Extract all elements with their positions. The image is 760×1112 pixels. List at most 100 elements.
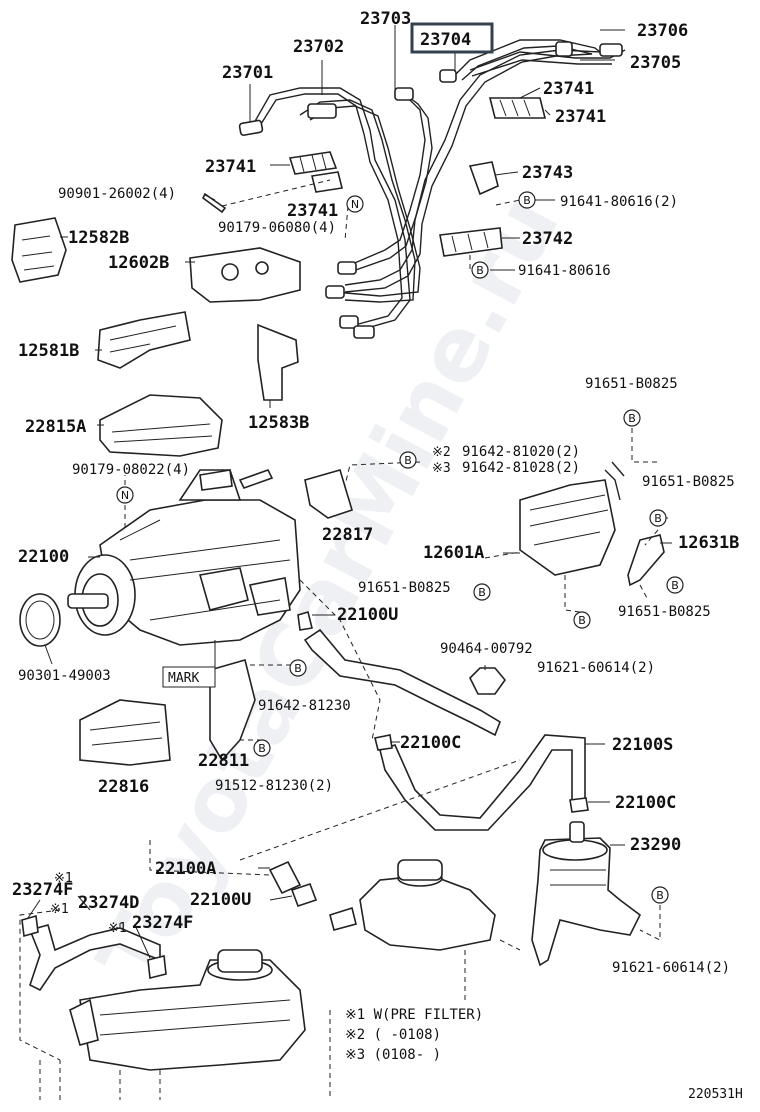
callout-22100U: 22100U	[190, 890, 251, 910]
note-3: ※3 (0108- )	[345, 1047, 441, 1063]
note-1: ※1 W(PRE FILTER)	[345, 1007, 483, 1023]
reference-markers: B B B B B B B B B B B N N	[116, 191, 684, 904]
b-marker: B	[289, 659, 307, 677]
callout-22817: 22817	[322, 525, 373, 545]
callout-23290: 23290	[630, 835, 681, 855]
covers	[11, 217, 353, 766]
callout-91642-81230: 91642-81230	[258, 698, 351, 714]
mark-label: MARK	[168, 671, 199, 686]
b-marker: B	[666, 576, 684, 594]
callout-23741: 23741	[205, 157, 256, 177]
leader-lines	[19, 179, 661, 1100]
callout-12631B: 12631B	[678, 533, 739, 553]
b-marker: B	[518, 191, 536, 209]
callout-12583B: 12583B	[248, 413, 309, 433]
callout-22100U: 22100U	[337, 605, 398, 625]
fuel-filter-units	[69, 821, 642, 1071]
callout-23741: 23741	[287, 201, 338, 221]
svg-text:B: B	[478, 586, 486, 599]
callout-12581B: 12581B	[18, 341, 79, 361]
callout-91641-80616: 91641-80616	[518, 263, 611, 279]
note-mark-3: ※3	[432, 461, 451, 476]
callout-23741: 23741	[555, 107, 606, 127]
callout-labels: 23703 23704 23706 23702 23705 23701 2374…	[12, 9, 739, 976]
solid-leaders	[27, 25, 672, 959]
brackets-right	[209, 461, 665, 762]
callout-22815A: 22815A	[25, 417, 86, 437]
b-marker: B	[649, 509, 667, 527]
callout-12602B: 12602B	[108, 253, 169, 273]
callout-91651-B0825: 91651-B0825	[358, 580, 451, 596]
callout-91642-81020: 91642-81020(2)	[462, 444, 580, 460]
callout-22100: 22100	[18, 547, 69, 567]
figure-code: 220531H	[688, 1087, 743, 1102]
callout-91651-B0825: 91651-B0825	[618, 604, 711, 620]
callout-23702: 23702	[293, 37, 344, 57]
b-marker: B	[399, 451, 417, 469]
fuel-hoses	[21, 610, 589, 992]
callout-23703: 23703	[360, 9, 411, 29]
callout-90179-06080: 90179-06080(4)	[218, 220, 336, 236]
callout-22811: 22811	[198, 751, 249, 771]
callout-91641-80616-2: 91641-80616(2)	[560, 194, 678, 210]
svg-text:N: N	[121, 489, 129, 502]
callout-22100S: 22100S	[612, 735, 673, 755]
b-marker: B	[623, 409, 641, 427]
note-mark-1: ※1	[54, 871, 73, 886]
callout-90301-49003: 90301-49003	[18, 668, 111, 684]
b-marker: B	[573, 611, 591, 629]
callout-91512-81230: 91512-81230(2)	[215, 778, 333, 794]
callout-90901-26002: 90901-26002(4)	[58, 186, 176, 202]
callout-12582B: 12582B	[68, 228, 129, 248]
callout-23743: 23743	[522, 163, 573, 183]
callout-12601A: 12601A	[423, 543, 484, 563]
note-mark-1: ※1	[50, 902, 69, 917]
callout-90464-00792: 90464-00792	[440, 641, 533, 657]
svg-text:N: N	[351, 198, 359, 211]
callout-22816: 22816	[98, 777, 149, 797]
clamp-parts	[201, 97, 547, 257]
note-2: ※2 ( -0108)	[345, 1027, 441, 1043]
note-mark-1: ※1	[108, 921, 127, 936]
callout-23701: 23701	[222, 63, 273, 83]
note-mark-2: ※2	[432, 445, 451, 460]
injection-pump	[19, 469, 301, 647]
callout-22100C: 22100C	[615, 793, 676, 813]
highlight-box	[410, 22, 494, 54]
callout-23741: 23741	[543, 79, 594, 99]
b-marker: B	[253, 739, 271, 757]
callout-23274F: 23274F	[12, 880, 73, 900]
svg-text:B: B	[476, 264, 484, 277]
svg-text:B: B	[258, 742, 266, 755]
n-marker: N	[116, 486, 134, 504]
b-marker: B	[651, 886, 669, 904]
mark-box	[162, 666, 216, 688]
notes-legend: ※1 W(PRE FILTER) ※2 ( -0108) ※3 (0108- )	[345, 1007, 483, 1063]
callout-23742: 23742	[522, 229, 573, 249]
callout-23706: 23706	[637, 21, 688, 41]
svg-text:B: B	[656, 889, 664, 902]
callout-23274F: 23274F	[132, 913, 193, 933]
callout-23705: 23705	[630, 53, 681, 73]
svg-text:B: B	[654, 512, 662, 525]
svg-text:B: B	[523, 194, 531, 207]
callout-22100C: 22100C	[400, 733, 461, 753]
callout-23704: 23704	[420, 30, 471, 50]
callout-91621-60614: 91621-60614(2)	[612, 960, 730, 976]
svg-text:B: B	[628, 412, 636, 425]
svg-text:B: B	[404, 454, 412, 467]
svg-text:B: B	[671, 579, 679, 592]
callout-91642-81028: 91642-81028(2)	[462, 460, 580, 476]
callout-22100A: 22100A	[155, 859, 216, 879]
callout-90179-08022: 90179-08022(4)	[72, 462, 190, 478]
svg-text:B: B	[578, 614, 586, 627]
callout-23274D: 23274D	[78, 893, 139, 913]
b-marker: B	[473, 583, 491, 601]
svg-text:B: B	[294, 662, 302, 675]
callout-91651-B0825: 91651-B0825	[585, 376, 678, 392]
callout-91651-B0825: 91651-B0825	[642, 474, 735, 490]
injection-pipes	[238, 39, 626, 339]
callout-91621-60614: 91621-60614(2)	[537, 660, 655, 676]
b-marker: B	[471, 261, 489, 279]
